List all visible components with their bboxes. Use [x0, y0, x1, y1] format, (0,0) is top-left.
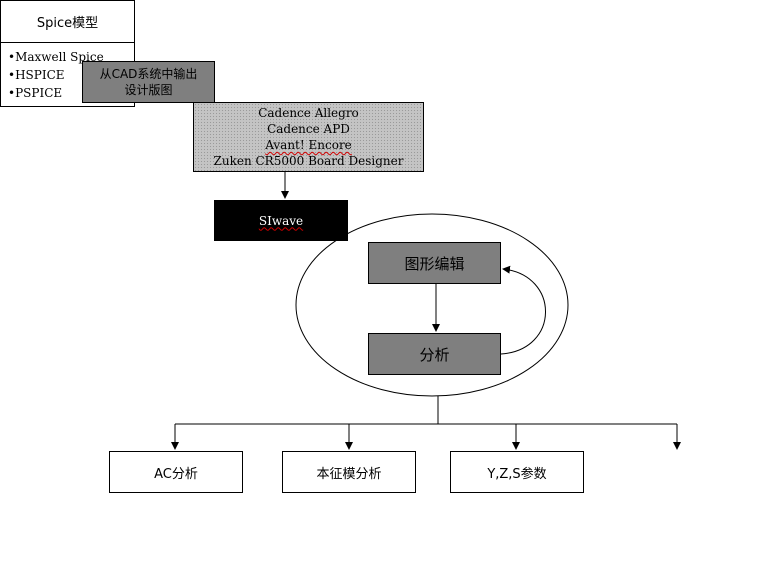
graphic-edit-box: 图形编辑 — [368, 242, 501, 284]
cad-tools-box: Cadence Allegro Cadence APD Avant! Encor… — [193, 102, 424, 172]
analysis-box: 分析 — [368, 333, 501, 375]
yzs-parameters-label: Y,Z,S参数 — [487, 466, 547, 482]
eigenmode-analysis-box: 本征模分析 — [282, 451, 416, 493]
cad-tool-encore: Avant! Encore — [265, 138, 352, 152]
cad-tool-zuken: Zuken CR5000 Board Designer — [213, 154, 404, 168]
ac-analysis-box: AC分析 — [109, 451, 243, 493]
arrow-analysis-back-to-edit — [500, 265, 546, 355]
spice-model-list: •Maxwell Spice •HSPICE •PSPICE — [1, 43, 134, 102]
analysis-label: 分析 — [419, 345, 450, 364]
yzs-parameters-box: Y,Z,S参数 — [450, 451, 584, 493]
siwave-box: SIwave — [214, 200, 348, 241]
spice-item-maxwell: •Maxwell Spice — [8, 50, 104, 64]
export-line-2: 设计版图 — [124, 83, 173, 97]
ac-analysis-label: AC分析 — [154, 466, 198, 482]
graphic-edit-label: 图形编辑 — [404, 254, 465, 273]
eigenmode-analysis-label: 本征模分析 — [316, 466, 382, 482]
spice-item-hspice: •HSPICE — [8, 68, 65, 82]
siwave-label: SIwave — [258, 213, 304, 228]
process-ellipse — [295, 213, 569, 397]
cad-tool-apd: Cadence APD — [267, 122, 350, 136]
cad-tool-allegro: Cadence Allegro — [258, 106, 359, 120]
spice-model-title: Spice模型 — [1, 1, 134, 43]
spice-item-pspice: •PSPICE — [8, 86, 63, 100]
export-line-1: 从CAD系统中输出 — [99, 67, 198, 81]
export-layout-box: 从CAD系统中输出 设计版图 — [82, 61, 215, 103]
